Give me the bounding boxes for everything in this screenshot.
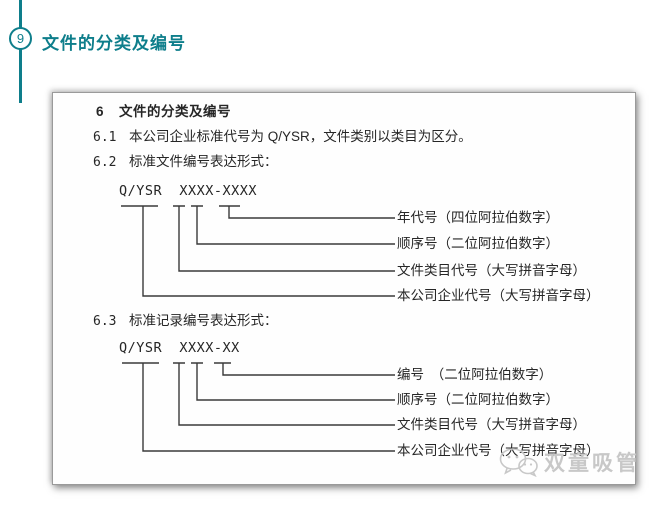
standard-record-code: Q/YSR XXXX-XX (119, 340, 240, 356)
diagram2-label-number: 编号 （二位阿拉伯数字） (397, 367, 553, 382)
diagram1-label-sequence: 顺序号（二位阿拉伯数字） (397, 236, 559, 251)
page-title: 文件的分类及编号 (42, 34, 186, 53)
clause-6-2-number: 6.2 (93, 155, 117, 170)
section-number-badge: 9 (9, 27, 32, 50)
diagram1-sequence-line (191, 205, 395, 245)
clause-6-2: 6.2 标准文件编号表达形式： (93, 154, 278, 171)
document-image: 6 文件的分类及编号 6.1 本公司企业标准代号为 Q/YSR，文件类别以类目为区分… (52, 92, 637, 485)
diagram2-label-category: 文件类目代号（大写拼音字母） (397, 417, 586, 432)
diagram1-company-code-line (121, 205, 395, 297)
clause-6-3-number: 6.3 (93, 314, 117, 329)
diagram1-year-line (219, 205, 395, 219)
clause-6-1: 6.1 本公司企业标准代号为 Q/YSR，文件类别以类目为区分。 (93, 129, 472, 146)
diagram2-label-sequence: 顺序号（二位阿拉伯数字） (397, 392, 559, 407)
section-number: 9 (16, 31, 25, 46)
doc-section-heading-text: 文件的分类及编号 (119, 104, 231, 119)
standard-file-code: Q/YSR XXXX-XXXX (119, 183, 258, 199)
clause-6-2-text: 标准文件编号表达形式： (129, 154, 278, 169)
diagram1-label-company-code: 本公司企业代号（大写拼音字母） (397, 288, 600, 303)
diagram2-label-company-code: 本公司企业代号（大写拼音字母） (397, 443, 600, 458)
clause-6-1-text: 本公司企业标准代号为 Q/YSR，文件类别以类目为区分。 (129, 129, 472, 144)
clause-6-3-text: 标准记录编号表达形式： (129, 313, 278, 328)
clause-6-1-number: 6.1 (93, 130, 117, 145)
doc-section-heading-number: 6 (96, 104, 105, 119)
diagram2-company-code-line (122, 362, 395, 452)
timeline-line (19, 0, 22, 103)
diagram2-number-line (214, 362, 395, 376)
diagram2-sequence-line (191, 362, 395, 401)
clause-6-3: 6.3 标准记录编号表达形式： (93, 313, 278, 330)
diagram1-category-code-line (173, 205, 395, 272)
diagram2-category-code-line (173, 362, 395, 426)
diagram1-label-year: 年代号（四位阿拉伯数字） (397, 210, 559, 225)
diagram1-label-category: 文件类目代号（大写拼音字母） (397, 263, 586, 278)
doc-section-heading: 6 文件的分类及编号 (96, 104, 231, 120)
